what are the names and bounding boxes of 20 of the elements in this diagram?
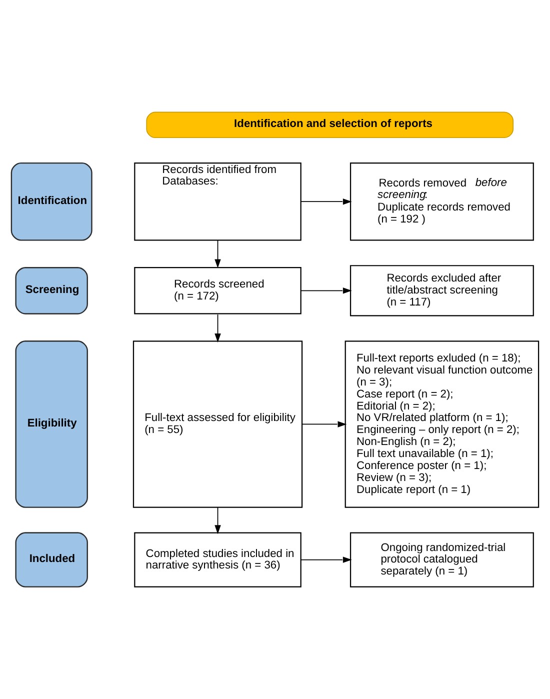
- arrow: [214, 314, 221, 342]
- node-box: Full-text reports exluded (n = 18); No relevant visual function outcome (n = 3); Case report (n = 2); Editorial (n = 2); No VR/related platform (n = 1); Engineering – only report (n = 2); Non-English (n = 2); Full text unavailable (n = 1); Conference poster (n = 1); Review (n = 3); Duplicate report (n = 1): [344, 340, 540, 508]
- node-box: Identification and selection of reports: [146, 112, 514, 138]
- arrow: [214, 506, 221, 534]
- arrow: [300, 556, 352, 563]
- node-box: Records screened (n = 172): [134, 267, 302, 314]
- arrow: [300, 288, 352, 294]
- node-box: Identification: [10, 162, 92, 241]
- node-box: Ongoing randomized-trial protocol catalogued separately (n = 1): [350, 532, 534, 588]
- node-box: Included: [15, 532, 88, 588]
- arrow: [214, 240, 221, 268]
- node-box: Screening: [15, 267, 88, 314]
- arrow: [300, 198, 352, 205]
- node-box: Full-text assessed for eligibility (n = 55): [132, 340, 303, 508]
- arrow: [302, 421, 347, 428]
- node-box: Completed studies included in narrative synthesis (n = 36): [134, 532, 302, 588]
- node-box: Records identified from Databases:: [134, 162, 302, 241]
- node-box: Eligibility: [15, 340, 88, 508]
- node-box: Records excluded after title/abstract screening (n = 117): [350, 265, 534, 316]
- node-box: Records removed before screening: Duplicate records removed (n = 192 ): [350, 162, 534, 241]
